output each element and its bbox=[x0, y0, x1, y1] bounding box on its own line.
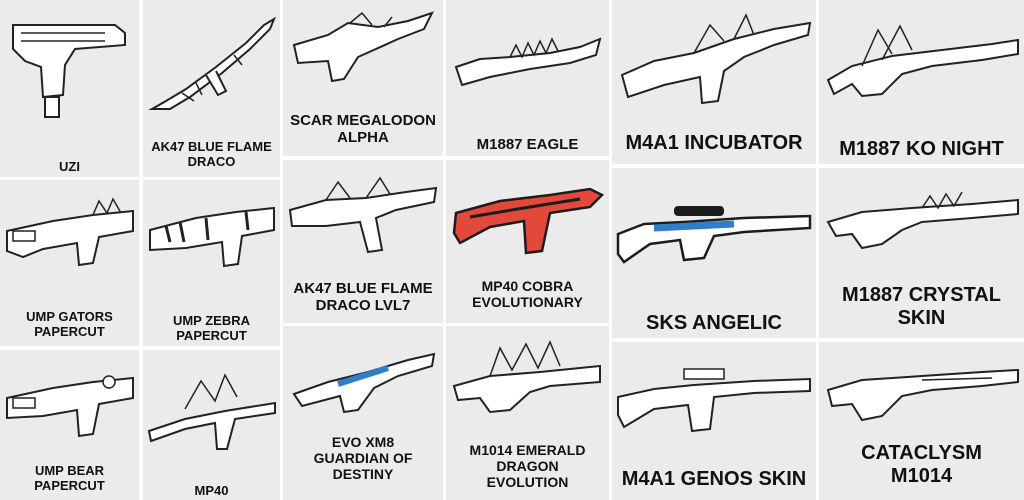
weapon-name: M4A1 GENOS SKIN bbox=[621, 468, 807, 490]
m4a1-genos-skin-image bbox=[612, 342, 816, 454]
card-ak47-blue-flame-draco-lvl7[interactable]: AK47 BLUE FLAME DRACO LVL7 bbox=[283, 160, 443, 323]
m1014-emerald-dragon-evolution-image bbox=[446, 326, 609, 436]
cataclysm-m1014-image bbox=[819, 342, 1024, 438]
scar-megalodon-alpha-image bbox=[283, 0, 443, 100]
weapon-name: UMP BEAR PAPERCUT bbox=[34, 463, 105, 493]
ak47-blue-flame-draco-lvl7-image bbox=[283, 160, 443, 270]
sks-angelic-image bbox=[612, 168, 816, 290]
card-m1887-ko-night[interactable]: M1887 KO NIGHT bbox=[819, 0, 1024, 164]
m1887-eagle-image bbox=[446, 0, 609, 120]
m1887-ko-night-image bbox=[819, 0, 1024, 120]
card-m4a1-genos-skin[interactable]: M4A1 GENOS SKIN bbox=[612, 342, 816, 500]
card-ump-zebra-papercut[interactable]: UMP ZEBRA PAPERCUT bbox=[143, 180, 280, 346]
card-mp40-cobra-evolutionary[interactable]: MP40 COBRA EVOLUTIONARY bbox=[446, 160, 609, 323]
weapon-name: UMP GATORS PAPERCUT bbox=[26, 309, 113, 339]
weapon-name: M1014 EMERALD DRAGON EVOLUTION bbox=[469, 442, 586, 491]
card-m1014-emerald-dragon-evolution[interactable]: M1014 EMERALD DRAGON EVOLUTION bbox=[446, 326, 609, 500]
weapon-name: EVO XM8 GUARDIAN OF DESTINY bbox=[313, 434, 413, 483]
mp40-cobra-evolutionary-image bbox=[446, 160, 609, 272]
card-evo-xm8-guardian-of-destiny[interactable]: EVO XM8 GUARDIAN OF DESTINY bbox=[283, 326, 443, 500]
card-mp40[interactable]: MP40 bbox=[143, 350, 280, 500]
weapon-name: SCAR MEGALODON ALPHA bbox=[290, 112, 436, 147]
uzi-image bbox=[0, 0, 139, 130]
weapon-name: M1887 CRYSTAL SKIN bbox=[842, 284, 1001, 329]
weapon-name: UZI bbox=[59, 159, 80, 174]
m4a1-incubator-image bbox=[612, 0, 816, 120]
ump-bear-papercut-image bbox=[0, 350, 139, 456]
card-m1887-eagle[interactable]: M1887 EAGLE bbox=[446, 0, 609, 156]
weapon-name: M1887 EAGLE bbox=[476, 136, 579, 153]
ump-gators-papercut-image bbox=[0, 180, 139, 292]
weapon-name: SKS ANGELIC bbox=[646, 312, 782, 334]
card-m1887-crystal-skin[interactable]: M1887 CRYSTAL SKIN bbox=[819, 168, 1024, 338]
m1887-crystal-skin-image bbox=[819, 168, 1024, 278]
weapon-name: M4A1 INCUBATOR bbox=[625, 132, 803, 154]
weapon-name: AK47 BLUE FLAME DRACO bbox=[151, 139, 272, 169]
weapon-name: UMP ZEBRA PAPERCUT bbox=[172, 313, 251, 343]
weapon-name: MP40 bbox=[194, 483, 229, 498]
card-sks-angelic[interactable]: SKS ANGELIC bbox=[612, 168, 816, 338]
card-scar-megalodon-alpha[interactable]: SCAR MEGALODON ALPHA bbox=[283, 0, 443, 156]
weapon-name: CATACLYSM M1014 bbox=[861, 442, 982, 487]
card-ak47-blue-flame-draco[interactable]: AK47 BLUE FLAME DRACO bbox=[143, 0, 280, 177]
ump-zebra-papercut-image bbox=[143, 180, 280, 290]
weapon-name: MP40 COBRA EVOLUTIONARY bbox=[472, 278, 583, 311]
mp40-image bbox=[143, 350, 280, 462]
ak47-blue-flame-draco-image bbox=[143, 0, 280, 128]
card-cataclysm-m1014[interactable]: CATACLYSM M1014 bbox=[819, 342, 1024, 500]
card-ump-gators-papercut[interactable]: UMP GATORS PAPERCUT bbox=[0, 180, 139, 346]
card-uzi[interactable]: UZI bbox=[0, 0, 139, 177]
card-m4a1-incubator[interactable]: M4A1 INCUBATOR bbox=[612, 0, 816, 164]
card-ump-bear-papercut[interactable]: UMP BEAR PAPERCUT bbox=[0, 350, 139, 500]
weapon-name: M1887 KO NIGHT bbox=[839, 138, 1004, 160]
evo-xm8-guardian-of-destiny-image bbox=[283, 326, 443, 430]
weapon-name: AK47 BLUE FLAME DRACO LVL7 bbox=[293, 280, 433, 315]
